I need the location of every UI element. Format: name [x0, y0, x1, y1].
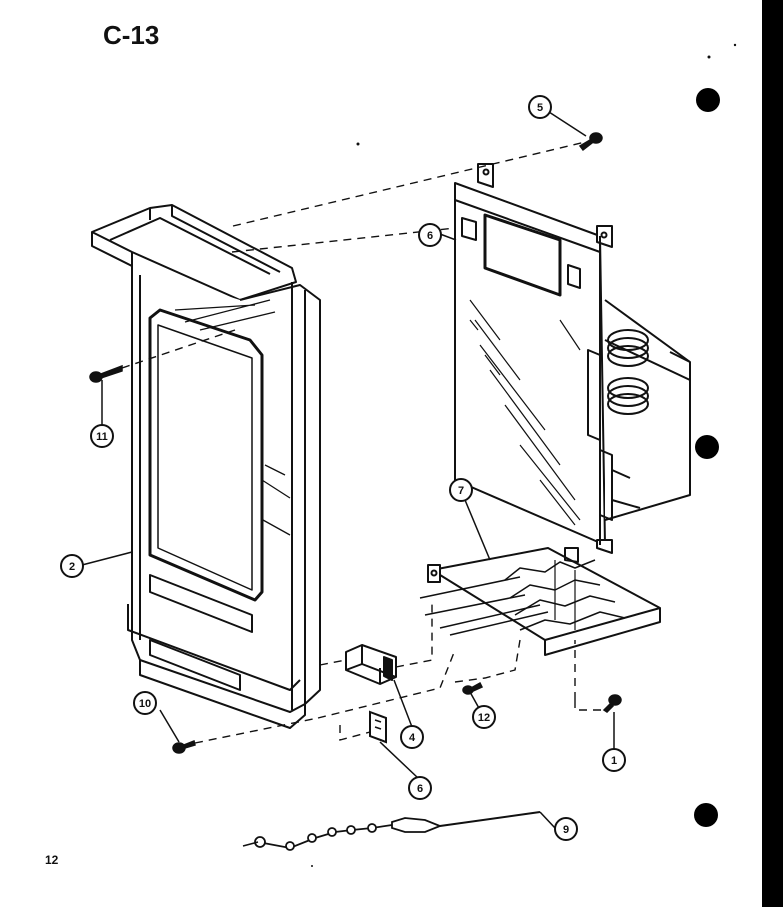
callout-6-panel: 6 — [418, 223, 442, 247]
callout-1-label: 1 — [611, 755, 617, 767]
screw-12 — [462, 681, 484, 695]
callout-7-label: 7 — [458, 485, 464, 497]
screw-1 — [602, 694, 622, 713]
callout-6-clip: 6 — [408, 776, 432, 800]
screw-11 — [89, 364, 123, 383]
assembly-guide-lines — [121, 141, 604, 744]
callout-11-label: 11 — [96, 431, 108, 443]
callout-7: 7 — [449, 478, 473, 502]
page-title: C-13 — [103, 20, 160, 50]
callout-1: 1 — [602, 748, 626, 772]
callout-5: 5 — [528, 95, 552, 119]
callout-4-label: 4 — [409, 732, 416, 744]
probe-chain-part — [242, 811, 541, 851]
callout-2: 2 — [60, 554, 84, 578]
punch-hole-middle — [695, 435, 719, 459]
connector-part — [345, 644, 397, 685]
callout-9: 9 — [554, 817, 578, 841]
punch-hole-top — [696, 88, 720, 112]
callout-10-label: 10 — [139, 698, 151, 710]
punch-hole-bottom — [694, 803, 718, 827]
scan-edge-bar — [762, 0, 783, 907]
callout-2-label: 2 — [69, 561, 75, 573]
callout-12: 12 — [472, 705, 496, 729]
callout-10: 10 — [133, 691, 157, 715]
screw-10 — [172, 739, 196, 754]
callout-6-panel-label: 6 — [427, 230, 433, 242]
screw-5 — [578, 132, 603, 152]
door-panel-part — [91, 204, 321, 729]
callout-6-clip-label: 6 — [417, 783, 423, 795]
clip-part — [369, 710, 387, 744]
callout-5-label: 5 — [537, 102, 543, 114]
callout-9-label: 9 — [563, 824, 569, 836]
callout-12-label: 12 — [478, 712, 490, 724]
switch-board-part — [419, 547, 661, 656]
control-panel-part — [454, 163, 691, 554]
scan-specks — [311, 43, 737, 867]
page-number: 12 — [45, 853, 59, 867]
callout-4: 4 — [400, 725, 424, 749]
callout-11: 11 — [90, 424, 114, 448]
